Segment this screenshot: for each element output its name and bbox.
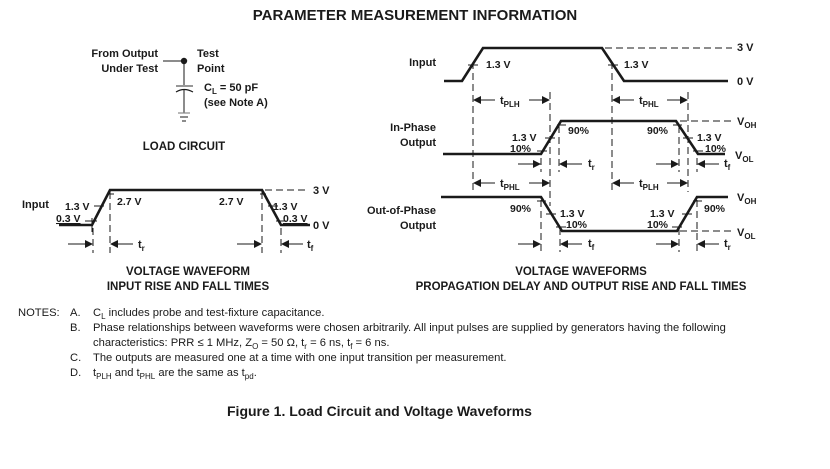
note-text: CL includes probe and test-fixture capac…: [93, 307, 325, 322]
input-pulse-trace: [59, 188, 310, 227]
out-phase-10pct-fall-label: 10%: [566, 219, 588, 231]
notes-section: NOTES: A. CL includes probe and test-fix…: [18, 306, 818, 381]
in-phase-label-1: In-Phase: [390, 122, 436, 134]
point-label: Point: [197, 63, 225, 75]
tr-label: tr: [138, 239, 145, 253]
in-phase-1.3v-fall-label: 1.3 V: [697, 132, 722, 144]
out-phase-output-trace: [441, 195, 728, 233]
capacitance-label: CL = 50 pF: [204, 82, 258, 96]
prop-3v-label: 3 V: [737, 42, 754, 54]
0.3v-label-right: 0.3 V: [283, 213, 308, 225]
note-key: A.: [70, 307, 81, 319]
note-b-continued: characteristics: PRR ≤ 1 MHz, ZO = 50 Ω,…: [18, 336, 818, 351]
3v-label: 3 V: [313, 185, 330, 197]
out-phase-label-2: Output: [400, 220, 436, 232]
note-text: The outputs are measured one at a time w…: [93, 352, 507, 364]
prop-0v-label: 0 V: [737, 76, 754, 88]
tphl-label-top: tPHL: [639, 95, 659, 109]
note-d: D. tPLH and tPHL are the same as tpd.: [18, 366, 818, 381]
2.7v-label-left: 2.7 V: [117, 196, 142, 208]
test-label: Test: [197, 48, 219, 60]
out-phase-10pct-rise-label: 10%: [647, 219, 669, 231]
inphase-tf-label: tf: [724, 158, 731, 172]
outphase-tf-label: tf: [588, 238, 595, 252]
1.3v-label-right: 1.3 V: [273, 201, 298, 213]
out-phase-1.3v-fall-label: 1.3 V: [560, 208, 585, 220]
voh-label-bottom: VOH: [737, 192, 757, 206]
in-phase-1.3v-rise-label: 1.3 V: [512, 132, 537, 144]
input-signal-label: Input: [22, 199, 49, 211]
1.3v-label-left: 1.3 V: [65, 201, 90, 213]
input-waveform-caption-2: INPUT RISE AND FALL TIMES: [107, 281, 270, 293]
input-1.3v-rise-label: 1.3 V: [486, 59, 511, 71]
propagation-waveforms: Input 3 V 0 V 1.3 V 1.3 V tPLH tPHL In-P…: [367, 42, 757, 293]
from-output-label: From Output: [91, 48, 158, 60]
0.3v-label-left: 0.3 V: [56, 213, 81, 225]
outphase-tr-label: tr: [724, 238, 731, 252]
out-phase-90pct-fall-label: 90%: [510, 203, 532, 215]
out-phase-1.3v-rise-label: 1.3 V: [650, 208, 675, 220]
vol-label-bottom: VOL: [737, 227, 756, 241]
in-phase-10pct-rise-label: 10%: [510, 143, 532, 155]
tplh-label-mid: tPLH: [639, 178, 659, 192]
input-1.3v-fall-label: 1.3 V: [624, 59, 649, 71]
note-key: C.: [70, 352, 82, 364]
propagation-caption-1: VOLTAGE WAVEFORMS: [515, 266, 647, 278]
out-phase-label-1: Out-of-Phase: [367, 205, 436, 217]
note-key: B.: [70, 322, 81, 334]
input-waveform-caption-1: VOLTAGE WAVEFORM: [126, 266, 250, 278]
note-text: Phase relationships between waveforms we…: [93, 322, 726, 334]
note-c: C. The outputs are measured one at a tim…: [18, 351, 818, 366]
under-test-label: Under Test: [101, 63, 158, 75]
capacitor-plate-bottom: [175, 88, 194, 93]
load-circuit-caption: LOAD CIRCUIT: [143, 141, 225, 153]
inphase-tr-label: tr: [588, 158, 595, 172]
in-phase-10pct-fall-label: 10%: [705, 143, 727, 155]
capacitance-note: (see Note A): [204, 97, 268, 109]
note-b: B. Phase relationships between waveforms…: [18, 321, 818, 336]
voh-label-top: VOH: [737, 116, 757, 130]
prop-input-label: Input: [409, 57, 436, 69]
note-key: D.: [70, 367, 82, 379]
in-phase-90pct-rise-label: 90%: [568, 125, 590, 137]
notes-lead: NOTES:: [18, 307, 60, 319]
propagation-caption-2: PROPAGATION DELAY AND OUTPUT RISE AND FA…: [416, 281, 747, 293]
in-phase-output-trace: [443, 119, 725, 156]
page-title: PARAMETER MEASUREMENT INFORMATION: [253, 7, 577, 24]
tf-label: tf: [307, 239, 314, 253]
out-phase-90pct-rise-label: 90%: [704, 203, 726, 215]
in-phase-90pct-fall-label: 90%: [647, 125, 669, 137]
2.7v-label-right: 2.7 V: [219, 196, 244, 208]
input-rise-fall-waveform: Input 3 V 0 V 1.3 V 0.3 V 2.7 V 2.7 V 1.…: [22, 185, 330, 293]
tphl-label-mid: tPHL: [500, 178, 520, 192]
prop-input-trace: [444, 46, 728, 83]
figure-caption: Figure 1. Load Circuit and Voltage Wavef…: [227, 403, 532, 419]
0v-label: 0 V: [313, 220, 330, 232]
note-text: tPLH and tPHL are the same as tpd.: [93, 367, 257, 382]
vol-label-top: VOL: [735, 150, 754, 164]
note-text: characteristics: PRR ≤ 1 MHz, ZO = 50 Ω,…: [93, 337, 390, 352]
note-a: NOTES: A. CL includes probe and test-fix…: [18, 306, 818, 321]
ground-icon: [178, 112, 190, 122]
tplh-label-top: tPLH: [500, 95, 520, 109]
load-circuit: From Output Under Test Test Point CL = 5…: [91, 48, 268, 153]
in-phase-label-2: Output: [400, 137, 436, 149]
